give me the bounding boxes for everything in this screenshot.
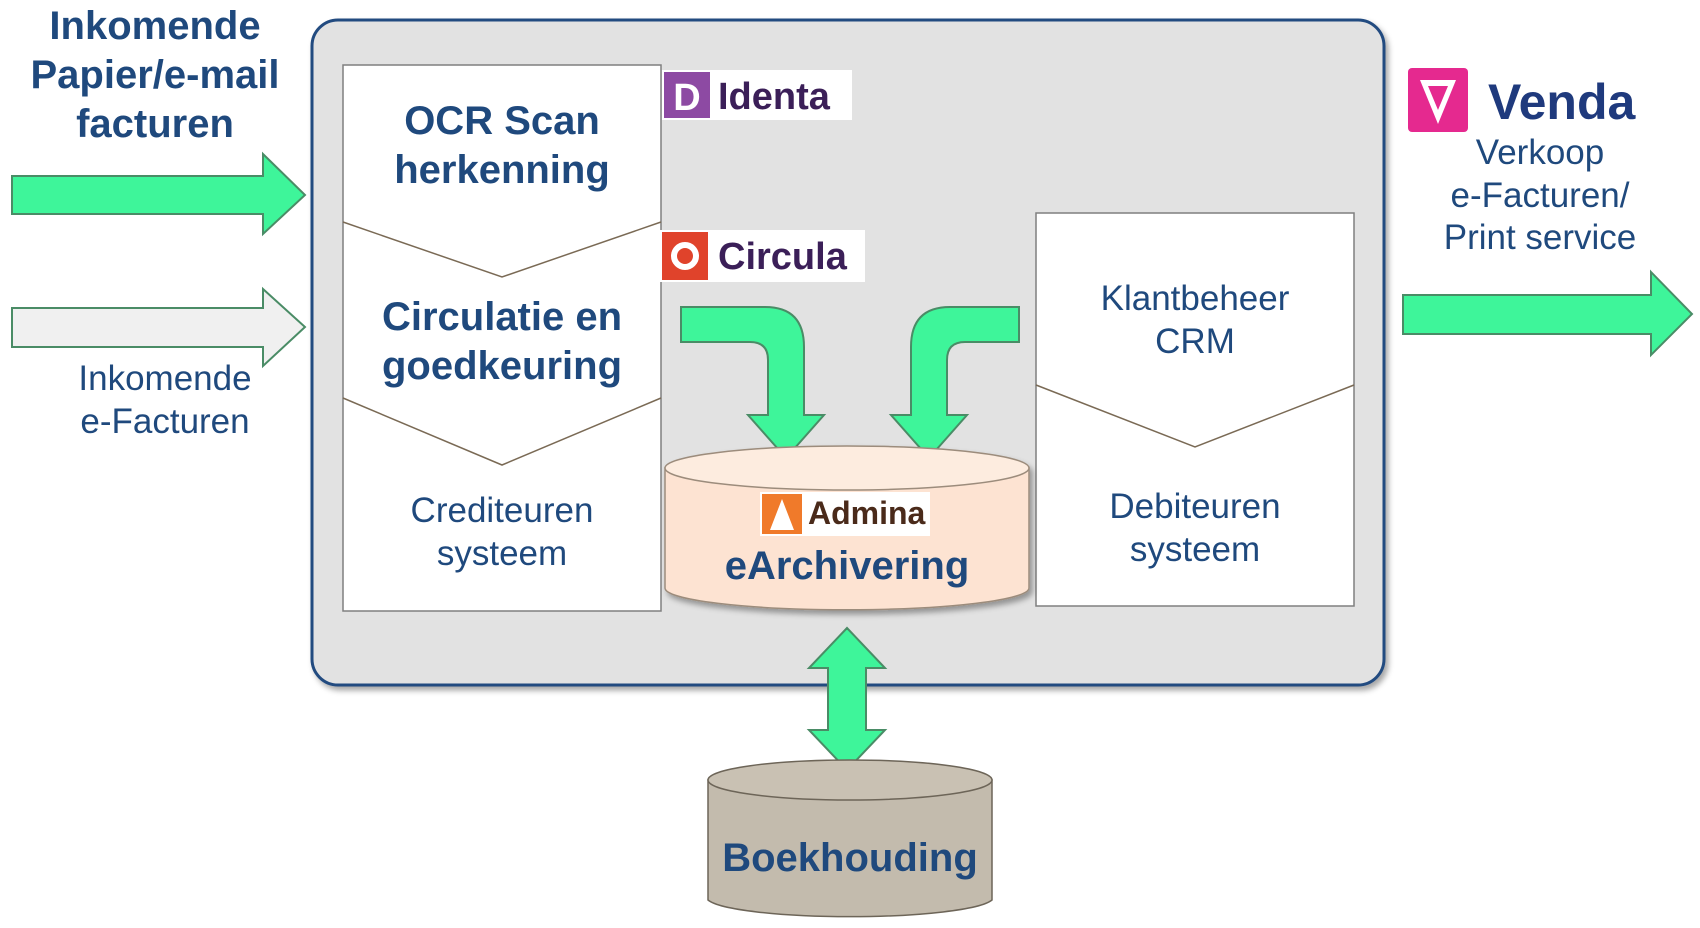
creditor-system-step: Crediteuren systeem xyxy=(343,490,661,575)
identa-logo-letter: D xyxy=(673,77,701,119)
outgoing-label: Verkoop e-Facturen/ Print service xyxy=(1420,132,1660,260)
ledger-database xyxy=(707,759,993,918)
circulation-line2: goedkeuring xyxy=(381,343,623,388)
incoming-paper-label: Inkomende Papier/e-mail facturen xyxy=(0,2,310,148)
incoming-paper-line3: facturen xyxy=(76,101,234,146)
ocr-scan-step: OCR Scan herkenning xyxy=(343,97,661,195)
creditor-system-line1: Crediteuren xyxy=(410,491,594,530)
debtor-column xyxy=(1035,212,1355,607)
incoming-einvoice-arrow xyxy=(11,286,307,369)
identa-logo-name: Identa xyxy=(718,76,830,118)
circula-logo-name: Circula xyxy=(718,236,847,278)
incoming-einvoice-line2: e-Facturen xyxy=(80,401,250,441)
crm-line1: Klantbeheer xyxy=(1100,279,1290,318)
creditor-chevron-2 xyxy=(342,397,662,466)
crm-line2: CRM xyxy=(1155,321,1235,361)
identa-logo-icon xyxy=(662,70,852,120)
outgoing-line1: Verkoop xyxy=(1475,133,1605,172)
outgoing-arrow xyxy=(1402,269,1694,358)
debtor-system-line1: Debiteuren xyxy=(1109,487,1281,526)
ocr-scan-line2: herkenning xyxy=(394,147,610,192)
archive-database xyxy=(664,445,1030,611)
incoming-paper-arrow xyxy=(11,151,307,237)
creditor-system-line2: systeem xyxy=(436,533,568,573)
admina-logo-icon xyxy=(760,492,930,536)
creditor-column xyxy=(342,64,662,612)
circulation-line1: Circulatie en xyxy=(381,295,623,339)
debtor-system-step: Debiteuren systeem xyxy=(1036,486,1354,571)
admina-logo-name: Admina xyxy=(808,495,926,531)
crm-step: Klantbeheer CRM xyxy=(1036,278,1354,363)
debtor-system-line2: systeem xyxy=(1129,529,1261,569)
incoming-paper-line2: Papier/e-mail xyxy=(30,52,280,97)
archive-label: eArchivering xyxy=(724,544,970,588)
circula-logo-icon xyxy=(660,230,865,282)
incoming-paper-line1: Inkomende xyxy=(49,4,261,48)
creditor-chevron-1 xyxy=(342,221,662,278)
ocr-scan-line1: OCR Scan xyxy=(404,99,600,143)
debtor-chevron xyxy=(1035,384,1355,448)
ledger-label: Boekhouding xyxy=(722,836,978,880)
outgoing-line2: e-Facturen/ xyxy=(1450,175,1630,215)
circulation-step: Circulatie en goedkeuring xyxy=(343,293,661,391)
incoming-einvoice-line1: Inkomende xyxy=(78,359,252,398)
venda-logo-name: Venda xyxy=(1488,74,1636,130)
incoming-einvoice-label: Inkomende e-Facturen xyxy=(30,358,300,443)
venda-logo-icon xyxy=(1408,68,1468,132)
outgoing-line3: Print service xyxy=(1443,218,1637,258)
